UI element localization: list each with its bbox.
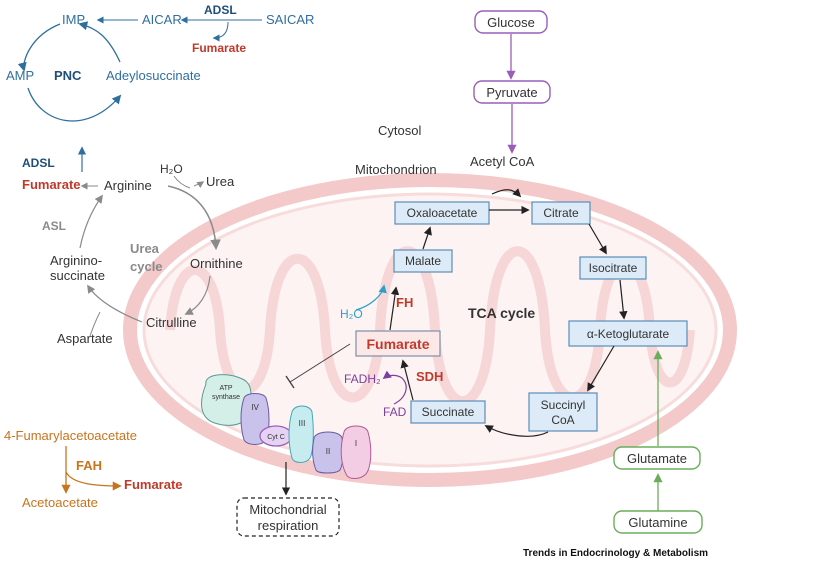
succinate-box (410, 400, 486, 424)
ornithine-label: Ornithine (190, 256, 243, 271)
succinate-label: Succinate (422, 405, 475, 419)
argininosuccinate-label-2: succinate (50, 268, 105, 283)
adenylosuccinate-label: Adeylosuccinate (106, 68, 201, 83)
acetyl-coa-label: Acetyl CoA (470, 154, 535, 169)
adsl-left-label: ADSL (22, 156, 55, 170)
glutaminolysis: Glutamate Glutamine (613, 350, 703, 534)
succinyl-label-1: Succinyl (541, 398, 586, 412)
urea-cycle-label-2: cycle (130, 259, 163, 274)
aspartate-label: Aspartate (57, 331, 113, 346)
complex-iii-label: III (299, 419, 306, 428)
citrate-label: Citrate (543, 206, 579, 220)
oxaloacetate-label: Oxaloacetate (407, 206, 478, 220)
complex-ii-shape (312, 431, 344, 474)
journal-credit: Trends in Endocrinology & Metabolism (523, 548, 708, 559)
malate-box (393, 249, 453, 273)
urea-cycle-label-1: Urea (130, 241, 160, 256)
glucose-box (474, 10, 548, 34)
fah-fumarate-label: Fumarate (124, 477, 183, 492)
glucose-label: Glucose (487, 15, 535, 30)
fumarylacetoacetate-label: 4-Fumarylacetoacetate (4, 428, 137, 443)
complex-i-label: I (355, 439, 357, 448)
isocitrate-box (579, 256, 647, 280)
glutamine-label: Glutamine (628, 515, 687, 530)
tca-cycle: Oxaloacetate Citrate Isocitrate α-Ketogl… (340, 188, 688, 437)
cytochrome-c-label: Cyt C (267, 434, 285, 441)
argininosuccinate-label-1: Arginino- (50, 253, 102, 268)
malate-label: Malate (405, 254, 441, 268)
amp-label: AMP (6, 68, 34, 83)
citrulline-label: Citrulline (146, 315, 197, 330)
glutamate-label: Glutamate (627, 451, 687, 466)
sdh-label: SDH (416, 369, 443, 384)
akg-label: α-Ketoglutarate (587, 327, 670, 341)
complex-iv-label: IV (251, 403, 259, 412)
purine-nucleotide-cycle: IMP AICAR SAICAR ADSL Fumarate AMP PNC A… (6, 3, 314, 192)
fah-label: FAH (76, 458, 102, 473)
tca-h2o-label: H₂O (340, 307, 363, 321)
urea-h2o-label: H₂O (160, 162, 183, 176)
akg-box (568, 320, 688, 347)
complex-iii-shape (288, 405, 314, 463)
tca-fumarate-label: Fumarate (366, 336, 429, 352)
urea-label: Urea (206, 174, 235, 189)
mitochondrial-respiration-box (236, 497, 340, 537)
arginine-label: Arginine (104, 178, 152, 193)
adsl-top-label: ADSL (204, 3, 237, 17)
tca-cycle-label: TCA cycle (468, 305, 535, 321)
complex-i-shape (340, 425, 372, 479)
complex-ii-label: II (326, 447, 330, 456)
oxaloacetate-box (394, 201, 490, 225)
isocitrate-label: Isocitrate (589, 261, 638, 275)
glycolysis: Glucose Pyruvate Acetyl CoA Cytosol Mito… (355, 10, 551, 177)
succinyl-coa-box (528, 392, 598, 432)
urea-cycle: Arginine H₂O Urea ASL Urea cycle Arginin… (42, 162, 243, 346)
fah-pathway: 4-Fumarylacetoacetate FAH Acetoacetate F… (4, 428, 183, 510)
mitochondrial-respiration-label-2: respiration (258, 518, 319, 533)
succinyl-label-2: CoA (551, 413, 574, 427)
atp-synthase-label-2: synthase (212, 394, 240, 401)
pnc-label: PNC (54, 68, 82, 83)
asl-label: ASL (42, 219, 66, 233)
mitochondrial-respiration-label-1: Mitochondrial (249, 502, 326, 517)
tca-fumarate-box (355, 330, 441, 357)
mitochondrion-label: Mitochondrion (355, 162, 437, 177)
pyruvate-label: Pyruvate (486, 85, 537, 100)
fadh2-label: FADH₂ (344, 372, 381, 386)
fumarate-top-label: Fumarate (192, 41, 246, 55)
glutamate-box (613, 446, 701, 470)
fad-label: FAD (383, 405, 407, 419)
glutamine-box (613, 510, 703, 534)
citrate-box (531, 201, 591, 225)
fh-label: FH (396, 295, 413, 310)
pyruvate-box (473, 80, 551, 104)
saicar-label: SAICAR (266, 12, 314, 27)
cytosol-label: Cytosol (378, 123, 421, 138)
aicar-label: AICAR (142, 12, 182, 27)
atp-synthase-label-1: ATP (219, 385, 232, 392)
fumarate-left-label: Fumarate (22, 177, 81, 192)
acetoacetate-label: Acetoacetate (22, 495, 98, 510)
electron-transport-chain: ATP synthase IV Cyt C III II I Mitochond… (201, 343, 372, 537)
